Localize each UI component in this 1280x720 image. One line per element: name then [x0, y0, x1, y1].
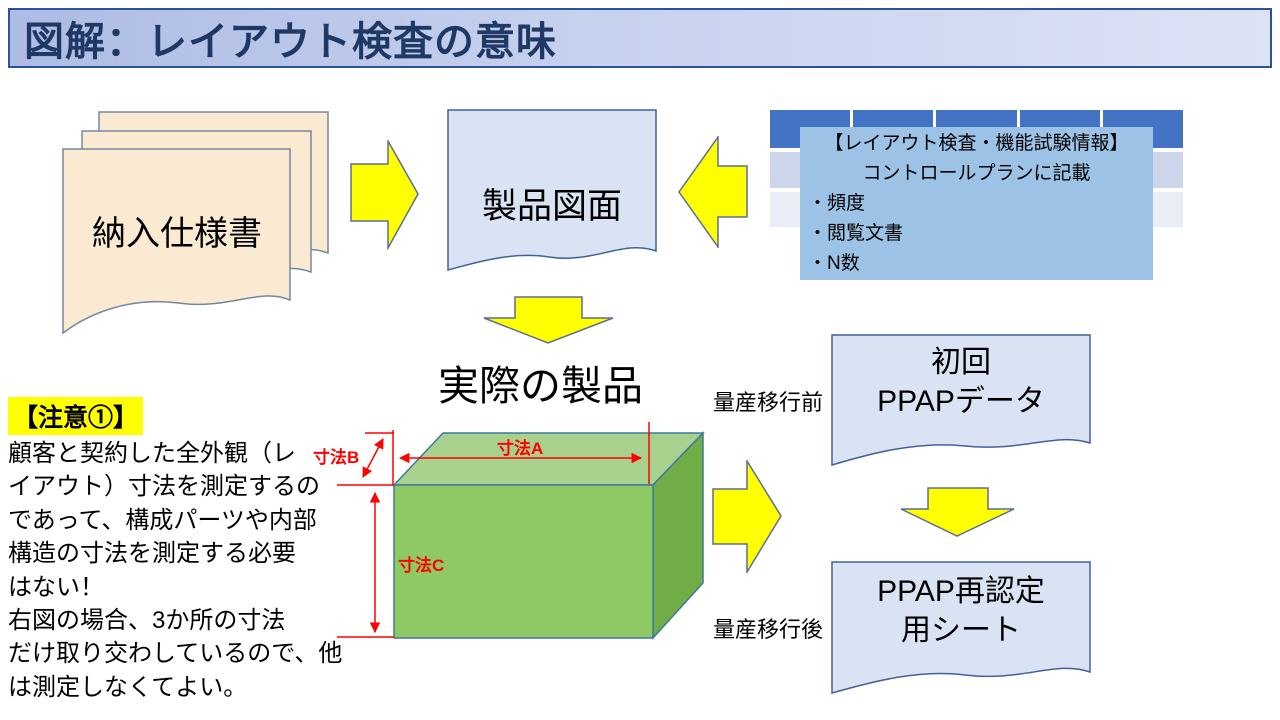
dimension-c-label: 寸法C: [398, 556, 445, 575]
note-line: 構造の寸法を測定する必要: [8, 540, 296, 568]
layout-inspection-info-box: 【レイアウト検査・機能試験情報】 コントロールプランに記載 ・頻度 ・閲覧文書 …: [800, 127, 1153, 280]
spec-document-label: 納入仕様書: [92, 215, 262, 253]
product-3d-box: [337, 422, 705, 640]
requalification-line1: PPAP再認定: [877, 575, 1045, 608]
initial-ppap-line1: 初回: [931, 346, 991, 379]
page-title: 図解：レイアウト検査の意味: [24, 20, 557, 64]
before-mass-production-label: 量産移行前: [713, 390, 824, 415]
arrow-left-icon: [678, 136, 748, 248]
note-line: はない！: [8, 573, 104, 601]
title-bar: 図解：レイアウト検査の意味: [8, 8, 1272, 68]
arrow-right-icon: [712, 460, 782, 573]
note-line: だけ取り交わしているので、他: [8, 640, 343, 668]
drawing-document-icon: [447, 109, 657, 271]
arrow-right-icon: [350, 140, 419, 250]
info-box-item: ・頻度: [808, 193, 866, 214]
box-top-face: [392, 432, 705, 486]
after-mass-production-label: 量産移行後: [713, 617, 824, 642]
info-box-item: ・N数: [808, 253, 860, 274]
info-box-heading: 【レイアウト検査・機能試験情報】: [824, 133, 1129, 154]
actual-product-label: 実際の製品: [438, 363, 643, 409]
note-line: であって、構成パーツや内部: [8, 506, 317, 534]
note-line: 顧客と契約した全外観（レ: [8, 440, 296, 467]
requalification-document-icon: [831, 561, 1091, 694]
note-block: 【注意①】 顧客と契約した全外観（レ イアウト）寸法を測定するの であって、構成…: [8, 397, 343, 704]
arrow-down-icon: [483, 296, 614, 344]
dimension-b-label: 寸法B: [313, 448, 360, 467]
dimension-a-label: 寸法A: [497, 439, 544, 458]
note-line: は測定しなくてよい。: [8, 673, 248, 701]
arrow-down-icon: [900, 487, 1015, 537]
initial-ppap-label: 初回 PPAPデータ: [830, 343, 1092, 421]
drawing-document-label: 製品図面: [481, 187, 622, 226]
note-line: 右図の場合、3か所の寸法: [8, 607, 286, 635]
requalification-line2: 用シート: [901, 614, 1021, 647]
initial-ppap-document-icon: [831, 334, 1091, 467]
requalification-label: PPAP再認定 用シート: [830, 572, 1092, 650]
box-front-face: [393, 484, 654, 639]
spec-document-stack-icon: [62, 111, 329, 335]
note-title: 【注意①】: [8, 397, 144, 435]
info-box-subheading: コントロールプランに記載: [862, 163, 1091, 184]
info-box-item: ・閲覧文書: [808, 223, 904, 244]
initial-ppap-line2: PPAPデータ: [877, 385, 1045, 418]
dimension-b-arrow: [362, 438, 384, 478]
note-line: イアウト）寸法を測定するの: [8, 473, 320, 501]
